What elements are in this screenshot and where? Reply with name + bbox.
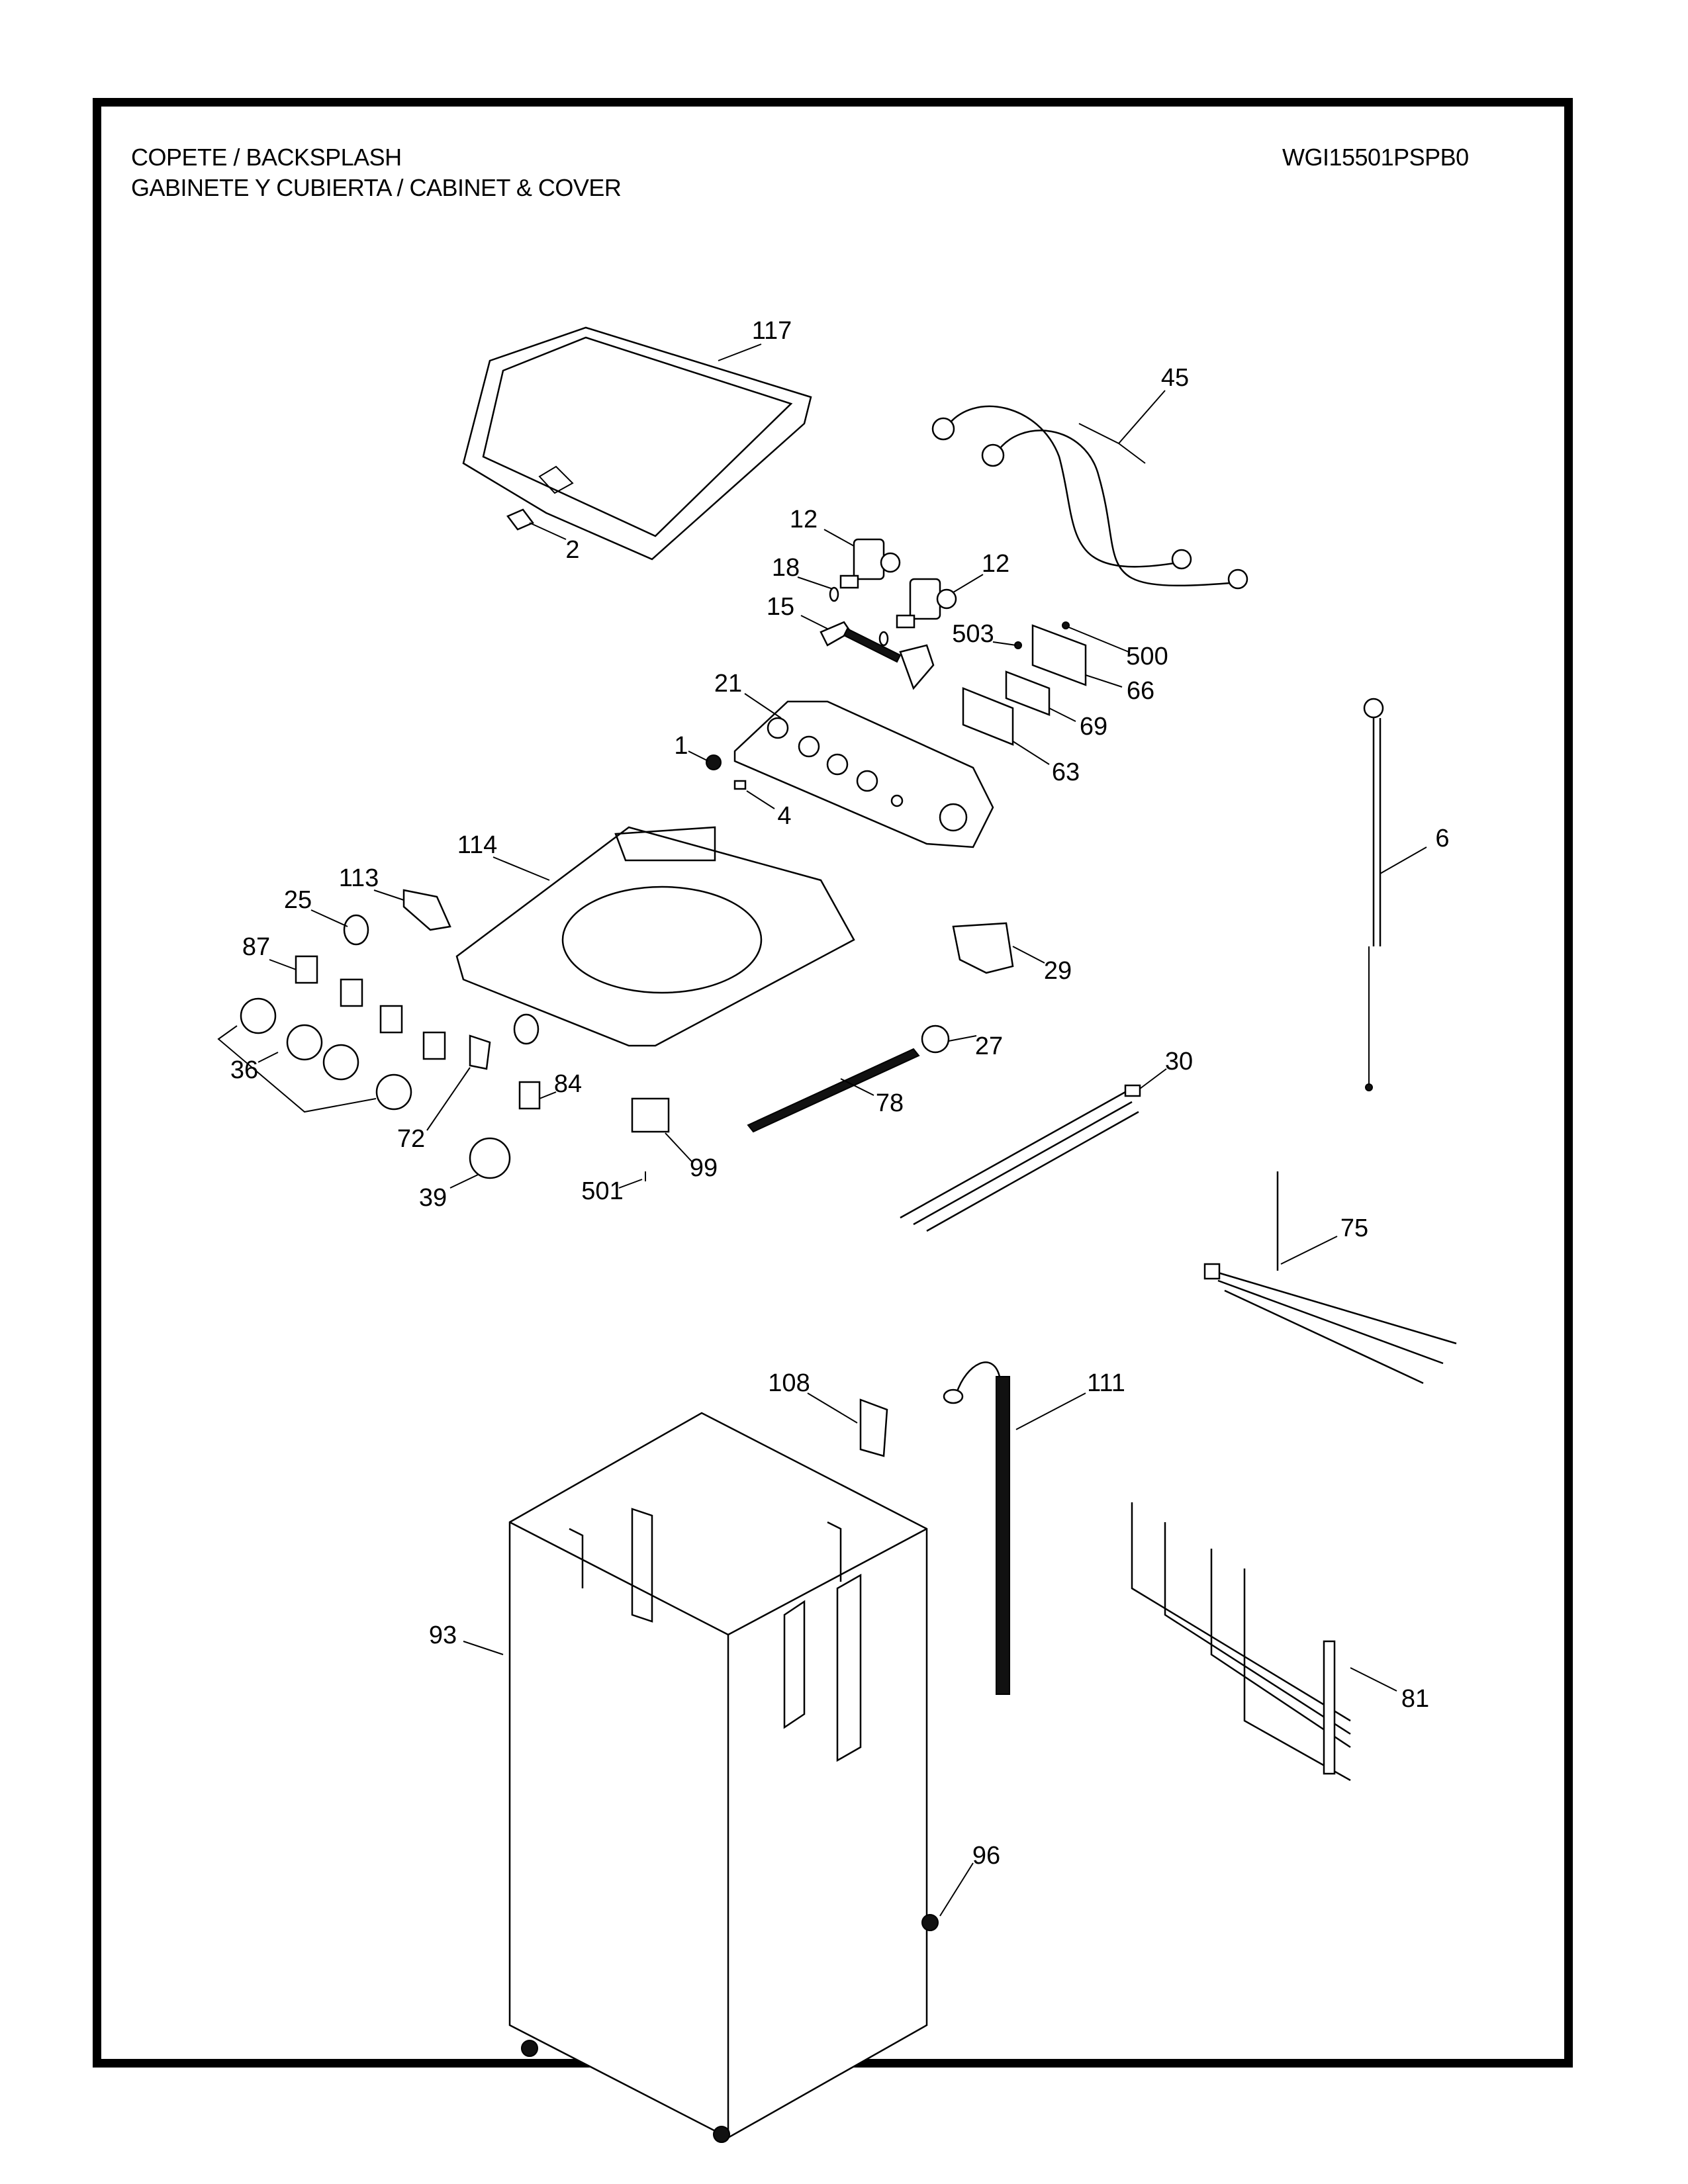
part-96-leveling-legs	[521, 1914, 939, 2143]
callout-12-second: 12	[981, 550, 1010, 578]
callout-18: 18	[771, 554, 800, 582]
callout-30: 30	[1164, 1048, 1194, 1075]
part-500-screw	[1062, 621, 1070, 629]
callout-96: 96	[972, 1842, 1001, 1870]
callout-75: 75	[1340, 1214, 1369, 1242]
callout-66: 66	[1126, 677, 1155, 705]
callout-78: 78	[875, 1089, 904, 1117]
callout-501: 501	[581, 1177, 624, 1205]
part-69-control-board	[1005, 670, 1051, 716]
callout-117: 117	[751, 317, 792, 345]
part-114-top-cover	[455, 826, 855, 1047]
callout-15: 15	[766, 593, 795, 621]
callout-93: 93	[428, 1621, 457, 1649]
part-12-water-valve-2	[896, 578, 957, 629]
callout-36: 36	[230, 1056, 259, 1084]
callout-12: 12	[789, 506, 818, 533]
callout-27: 27	[974, 1032, 1004, 1060]
callout-108: 108	[768, 1369, 810, 1397]
callout-63: 63	[1051, 758, 1080, 786]
part-18-hose-clamp-2	[878, 631, 889, 647]
callout-87: 87	[242, 933, 271, 961]
callout-45: 45	[1160, 364, 1190, 392]
model-number: WGI15501PSPB0	[1282, 144, 1469, 171]
part-75-wire-harness	[1203, 1171, 1457, 1385]
section-title-cabinet-cover: GABINETE Y CUBIERTA / CABINET & COVER	[131, 174, 622, 201]
part-15-fill-nozzle	[820, 621, 935, 690]
part-21-backsplash-console	[733, 700, 994, 848]
part-93-cabinet	[508, 1412, 928, 2139]
part-18-hose-clamp	[829, 586, 839, 602]
callout-99: 99	[689, 1154, 718, 1182]
part-25-bushing-2	[513, 1013, 539, 1045]
callout-39: 39	[418, 1184, 447, 1212]
callout-111: 111	[1087, 1369, 1125, 1397]
leader-lines	[258, 343, 1427, 1917]
callout-69: 69	[1079, 713, 1108, 741]
part-99-terminal-block	[631, 1097, 670, 1133]
part-84-switch	[518, 1081, 541, 1110]
part-12-water-valve-1	[839, 538, 901, 589]
part-63-control-housing	[962, 687, 1014, 746]
callout-29: 29	[1043, 957, 1072, 985]
part-6-lid-switch-rod	[1363, 698, 1384, 1091]
part-113-lid-lock	[402, 889, 451, 931]
callout-6: 6	[1435, 825, 1450, 852]
callout-114: 114	[457, 831, 498, 859]
callout-1: 1	[674, 732, 688, 760]
part-66-control-bracket	[1031, 624, 1087, 686]
callout-72: 72	[397, 1125, 426, 1153]
callout-500: 500	[1126, 643, 1168, 670]
callout-503: 503	[952, 620, 994, 648]
part-1-knob-insert	[706, 754, 722, 770]
part-78-pressure-tube	[747, 1048, 920, 1133]
part-29-bracket	[952, 922, 1014, 974]
part-36-knobs	[217, 997, 412, 1113]
part-45-inlet-hoses	[931, 405, 1248, 590]
callout-113: 113	[338, 864, 379, 892]
part-111-drain-hose	[943, 1361, 1010, 1695]
part-4-badge	[733, 780, 747, 790]
part-87-selector-switches	[295, 955, 446, 1060]
callout-4: 4	[777, 802, 792, 830]
part-117-top-lid	[462, 326, 812, 561]
callout-2: 2	[565, 536, 580, 564]
callout-84: 84	[553, 1070, 583, 1098]
diagram-frame	[93, 98, 1573, 2068]
part-81-wire-harness	[1131, 1502, 1351, 1782]
section-title-backsplash: COPETE / BACKSPLASH	[131, 144, 402, 171]
part-25-bushing	[343, 914, 369, 946]
callout-81: 81	[1401, 1685, 1430, 1713]
part-27-pressure-switch	[921, 1024, 950, 1054]
part-30-wire-harness	[900, 1084, 1141, 1232]
callout-21: 21	[714, 670, 743, 698]
callout-25: 25	[283, 886, 312, 914]
part-39-knob	[469, 1137, 511, 1179]
part-2-lid-label	[506, 508, 534, 531]
part-72-led-switch	[469, 1034, 491, 1070]
part-108-pump-bracket	[859, 1398, 888, 1457]
